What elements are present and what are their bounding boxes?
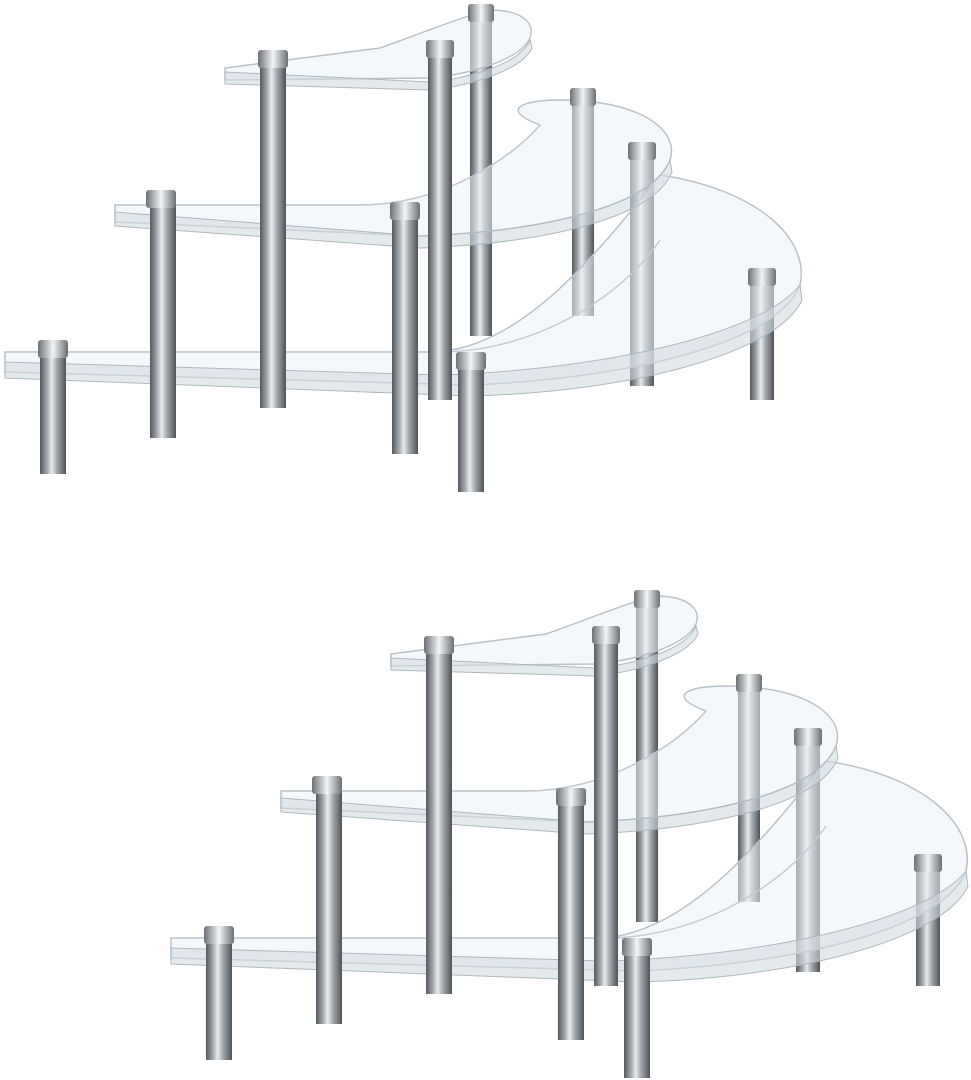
lower-stand bbox=[170, 589, 969, 1079]
upper-stand bbox=[4, 3, 803, 493]
